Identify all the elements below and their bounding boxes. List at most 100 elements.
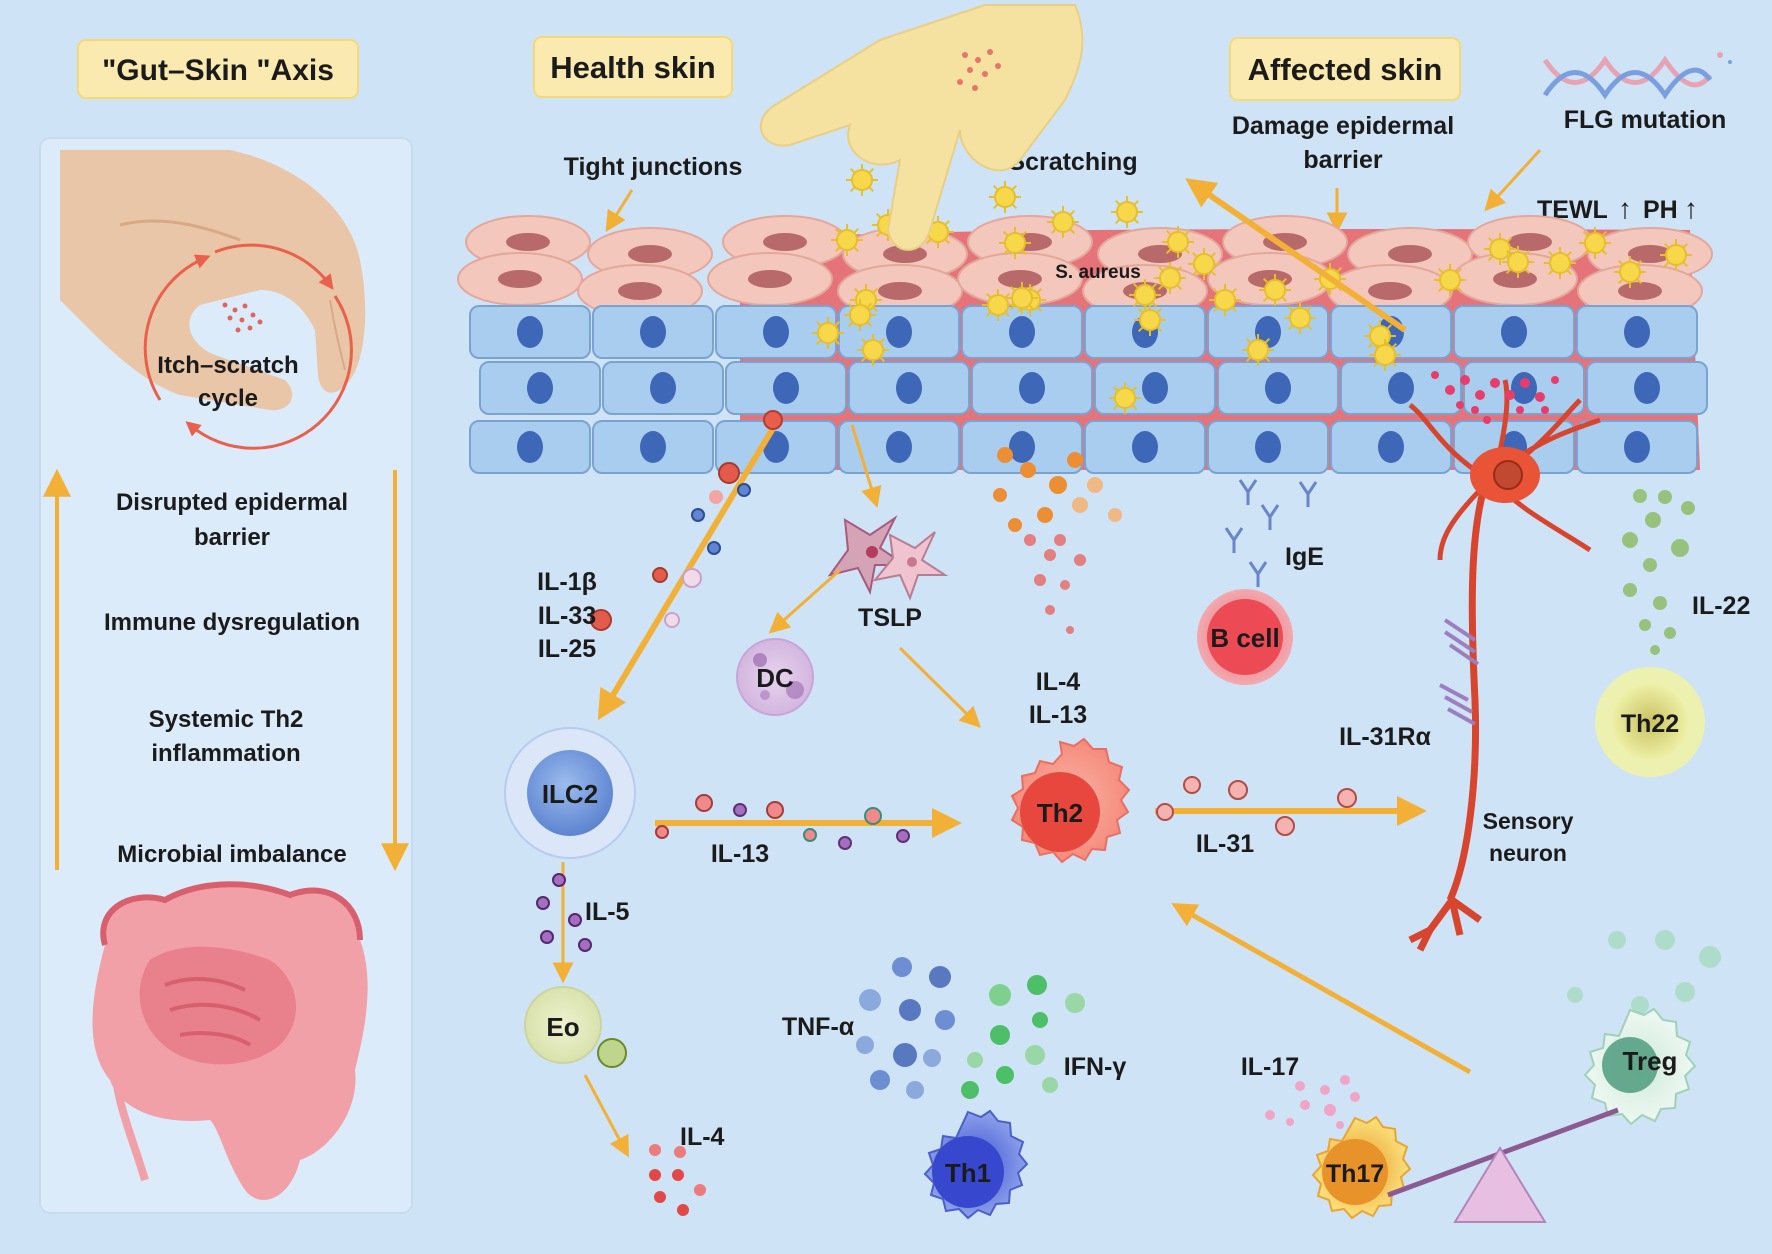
th2-label: Th2 (1037, 798, 1083, 828)
th17-cell: Th17 (1311, 1115, 1412, 1220)
basal-cell (592, 420, 714, 474)
disrupted-barrier-label: Disrupted epidermal (116, 489, 348, 516)
alarmin-particles (590, 462, 751, 631)
dna-icon (1542, 52, 1732, 100)
s-aureus-cell (831, 224, 863, 256)
damage-barrier-label: Damage epidermal (1232, 112, 1454, 140)
gut-skin-axis-badge: "Gut–Skin "Axis (77, 39, 359, 99)
th17-label: Th17 (1326, 1160, 1384, 1188)
s-aureus-cell (1284, 302, 1316, 334)
ph-up-arrow: ↑ (1684, 193, 1698, 224)
treg-label: Treg (1623, 1046, 1678, 1076)
s-aureus-cell (1162, 226, 1194, 258)
affected-skin-badge: Affected skin (1229, 37, 1461, 101)
basal-cell (838, 420, 960, 474)
keratinocyte (707, 252, 833, 306)
s-aureus-cell (1614, 256, 1646, 288)
th17-treg-to-th2-arrow (1171, 903, 1472, 1075)
s-aureus-cell (1369, 339, 1401, 371)
disrupted-barrier-label-2: barrier (194, 524, 270, 551)
il5-label: IL-5 (585, 898, 630, 926)
basal-cell (1463, 361, 1585, 415)
il17-label: IL-17 (1241, 1053, 1299, 1081)
basal-cell (1340, 361, 1462, 415)
ilc2-cell: ILC2 (504, 727, 636, 859)
il31-label: IL-31 (1196, 830, 1254, 858)
keratinocyte (957, 252, 1083, 306)
ph-label: PH (1643, 196, 1678, 224)
rash-spots (222, 302, 263, 333)
s-aureus-cell (982, 289, 1014, 321)
eo-to-il4-arrow (583, 1074, 629, 1158)
il4-top-label: IL-4 (1036, 668, 1081, 696)
s-aureus-cell (1109, 382, 1141, 414)
itch-scratch-label: Itch–scratch (157, 352, 298, 379)
s-aureus-cell (1188, 248, 1220, 280)
il4-bottom-particles (649, 1144, 706, 1216)
il4-bottom-label: IL-4 (680, 1123, 725, 1151)
basal-cell (469, 305, 591, 359)
s-aureus-cell (844, 299, 876, 331)
il17-particles (1265, 1075, 1360, 1129)
b-cell: B cell (1197, 589, 1293, 685)
il13-label: IL-13 (711, 840, 769, 868)
s-aureus-cell (1047, 206, 1079, 238)
s-aureus-cell (1242, 334, 1274, 366)
ige-label: IgE (1285, 543, 1324, 571)
flg-mutation-label: FLG mutation (1564, 106, 1726, 134)
gut-skin-axis-title: "Gut–Skin "Axis (102, 54, 334, 87)
keratinocyte (457, 252, 583, 306)
damage-barrier-label-2: barrier (1303, 146, 1382, 174)
ifn-particles (961, 975, 1085, 1099)
gut-icon (92, 881, 368, 1200)
tewl-up-arrow: ↑ (1618, 193, 1632, 224)
s-aureus-cell (922, 216, 954, 248)
basal-cell (1094, 361, 1216, 415)
s-aureus-cell (1134, 304, 1166, 336)
basal-cell (715, 420, 837, 474)
il31ra-receptors (1439, 618, 1480, 726)
il22-particles (1622, 489, 1695, 655)
s-aureus-cell (1579, 227, 1611, 259)
th1-cell: Th1 (923, 1109, 1029, 1220)
s-aureus-cell (1259, 274, 1291, 306)
hand-icon (60, 150, 366, 411)
basal-cell (725, 361, 847, 415)
treg-cell: Treg (1583, 1007, 1697, 1126)
dendritic-cell: DC (736, 638, 814, 716)
sensory-neuron (1408, 371, 1601, 952)
systemic-th2-label-2: inflammation (151, 740, 300, 767)
alarmin-release-dot (763, 410, 783, 430)
basal-cell (971, 361, 1093, 415)
basal-cell (1576, 305, 1698, 359)
tslp-icon (827, 515, 949, 601)
s-aureus-cell (1502, 246, 1534, 278)
th22-cell: Th22 (1595, 667, 1705, 777)
s-aureus-cell (1209, 284, 1241, 316)
basal-cell (602, 361, 724, 415)
il31-particles (1156, 776, 1357, 836)
s-aureus-cell (846, 164, 878, 196)
scratching-hand-icon (759, 4, 1084, 251)
basal-cell (1576, 420, 1698, 474)
cycle-arrow-icon (143, 243, 353, 450)
ifn-label: IFN-γ (1064, 1053, 1127, 1081)
tslp-label: TSLP (858, 604, 922, 632)
affected-skin-title: Affected skin (1248, 52, 1443, 87)
basal-cell (1453, 305, 1575, 359)
ige-antibodies (1224, 479, 1318, 587)
basal-cell (848, 361, 970, 415)
sensory-neuron-label: Sensory (1483, 808, 1574, 834)
th22-label: Th22 (1621, 710, 1679, 738)
il13-particles (655, 794, 910, 850)
dc-label: DC (756, 663, 794, 693)
s-aureus-bacteria (812, 164, 1692, 414)
basal-cell (1330, 420, 1452, 474)
flg-arrow (1484, 148, 1542, 212)
immune-dysregulation-label: Immune dysregulation (104, 609, 360, 636)
il33-label: IL-33 (538, 602, 596, 630)
sensory-neuron-label-2: neuron (1489, 840, 1567, 866)
basal-cell-layer (469, 305, 1708, 474)
basal-cell (479, 361, 601, 415)
